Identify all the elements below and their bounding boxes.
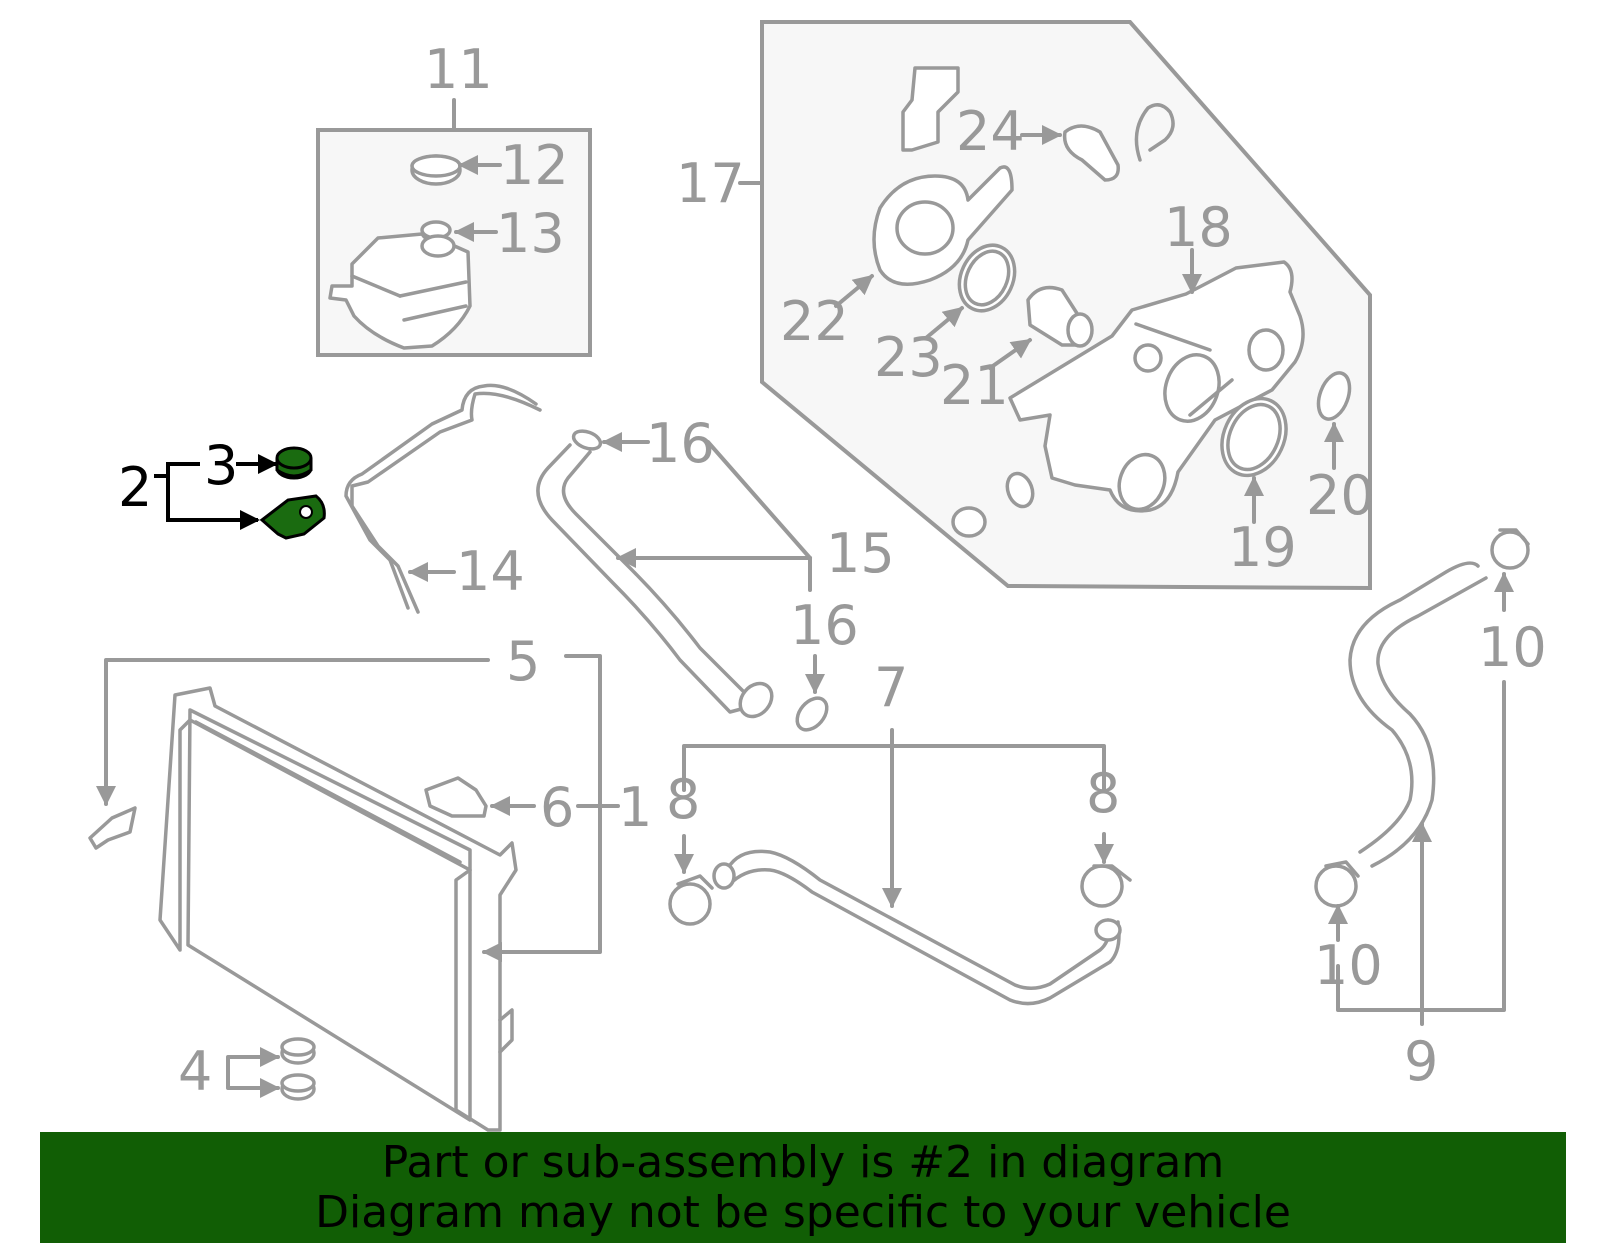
callout-18: 18 [1164, 196, 1233, 259]
callout-23: 23 [874, 326, 943, 389]
callout-21: 21 [940, 354, 1009, 417]
overflow-hose [350, 391, 542, 614]
callout-10-left: 10 [1314, 934, 1383, 997]
callout-6: 6 [540, 776, 574, 839]
callout-9: 9 [1404, 1030, 1438, 1093]
highlighted-mount-bushing[interactable] [275, 446, 313, 480]
callout-11: 11 [424, 38, 493, 101]
callout-24: 24 [956, 100, 1025, 163]
heater-hose [1348, 561, 1480, 854]
callout-8-right: 8 [1086, 762, 1120, 825]
callout-22: 22 [780, 290, 849, 353]
reservoir-box [316, 128, 592, 357]
banner-line-2: Diagram may not be specific to your vehi… [315, 1186, 1291, 1238]
highlighted-mount-bracket[interactable] [259, 494, 326, 540]
callout-14: 14 [456, 540, 525, 603]
callout-4: 4 [178, 1040, 212, 1103]
callout-16-lower: 16 [790, 594, 859, 657]
callout-7: 7 [874, 656, 908, 719]
callout-8-left: 8 [666, 768, 700, 831]
callout-15: 15 [826, 522, 895, 585]
info-banner: Part or sub-assembly is #2 in diagram Di… [40, 1132, 1566, 1243]
callout-19: 19 [1228, 516, 1297, 579]
leader-lines [96, 98, 1514, 1098]
callout-labels: 1 2 3 4 5 6 7 8 8 9 10 10 11 12 13 14 15… [118, 38, 1547, 1103]
callout-17: 17 [676, 152, 745, 215]
banner-line-1: Part or sub-assembly is #2 in diagram [381, 1136, 1225, 1188]
callout-16-upper: 16 [646, 412, 715, 475]
drain-plug [424, 776, 488, 818]
callout-12: 12 [500, 134, 569, 197]
lower-hose [726, 849, 1111, 990]
callout-5: 5 [506, 630, 540, 693]
callout-20: 20 [1306, 464, 1375, 527]
callout-13: 13 [496, 202, 565, 265]
callout-3: 3 [204, 434, 238, 497]
water-outlet-assembly-group [760, 20, 1372, 591]
callout-1: 1 [618, 776, 652, 839]
upper-hose [536, 443, 747, 714]
callout-2: 2 [118, 456, 152, 519]
radiator [88, 686, 518, 1132]
callout-10-right: 10 [1478, 616, 1547, 679]
